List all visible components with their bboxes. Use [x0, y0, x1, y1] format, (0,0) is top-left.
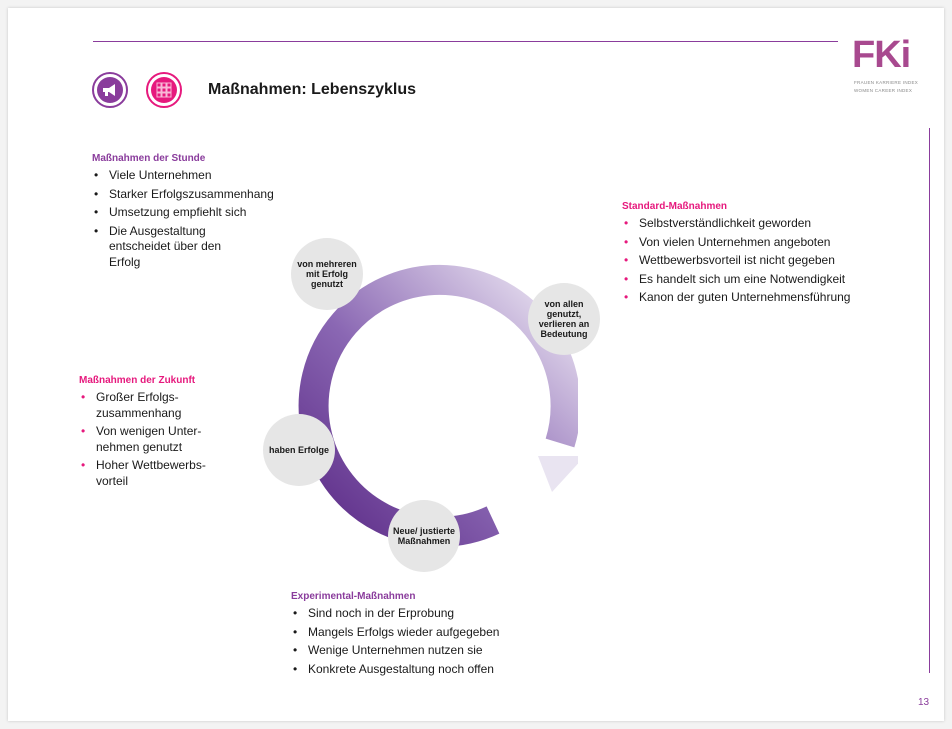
logo-line-2: WOMEN CAREER INDEX	[854, 88, 913, 93]
logo-line-1: FRAUEN KARRIERE INDEX	[854, 80, 919, 85]
section-experimental: Experimental-Maßnahmen Sind noch in der …	[291, 590, 581, 680]
list-item: Großer Erfolgs-zusammenhang	[79, 390, 234, 421]
section-heading: Maßnahmen der Stunde	[92, 153, 206, 164]
list-item: Wettbewerbsvorteil ist nicht gegeben	[622, 253, 922, 269]
slide: FKi FRAUEN KARRIERE INDEX WOMEN CAREER I…	[8, 8, 944, 721]
list-item: Umsetzung empfiehlt sich	[92, 205, 292, 221]
cycle-node-bottom: Neue/ justierte Maßnahmen	[388, 500, 460, 572]
list-item: Sind noch in der Erprobung	[291, 606, 581, 622]
section-heading: Experimental-Maßnahmen	[291, 591, 416, 602]
megaphone-icon	[92, 72, 128, 108]
cycle-node-left: haben Erfolge	[263, 414, 335, 486]
cycle-node-top: von mehreren mit Erfolg genutzt	[291, 238, 363, 310]
logo-text: FKi	[852, 34, 911, 76]
top-divider	[93, 41, 838, 42]
section-stunde: Maßnahmen der Stunde Viele Unternehmen S…	[92, 152, 292, 274]
list-item: Selbstverständlichkeit geworden	[622, 216, 922, 232]
list-item: Konkrete Ausgestaltung noch offen	[291, 662, 581, 678]
list-item: Kanon der guten Unternehmensführung	[622, 290, 922, 306]
list-item: Starker Erfolgszusammenhang	[92, 187, 292, 203]
list-item: Hoher Wettbewerbs-vorteil	[79, 458, 234, 489]
page-title: Maßnahmen: Lebenszyklus	[208, 81, 417, 98]
section-standard: Standard-Maßnahmen Selbstverständlichkei…	[622, 200, 922, 309]
list-item: Von wenigen Unter-nehmen genutzt	[79, 424, 234, 455]
list-item: Es handelt sich um eine Notwendigkeit	[622, 272, 922, 288]
list-item: Mangels Erfolgs wieder aufgegeben	[291, 625, 581, 641]
cycle-arrowhead	[538, 456, 578, 492]
section-heading: Maßnahmen der Zukunft	[79, 375, 196, 386]
lifecycle-diagram: von mehreren mit Erfolg genutzt von alle…	[258, 178, 600, 572]
grid-icon	[146, 72, 182, 108]
list-item: Von vielen Unternehmen angeboten	[622, 235, 922, 251]
page-number: 13	[918, 697, 930, 708]
list-item: Wenige Unternehmen nutzen sie	[291, 643, 581, 659]
right-divider	[929, 128, 930, 673]
list-item: Die Ausgestaltung entscheidet über den E…	[92, 224, 239, 271]
list-item: Viele Unternehmen	[92, 168, 292, 184]
cycle-node-right: von allen genutzt, verlieren an Bedeutun…	[528, 283, 600, 355]
section-heading: Standard-Maßnahmen	[622, 201, 728, 212]
section-zukunft: Maßnahmen der Zukunft Großer Erfolgs-zus…	[79, 374, 234, 493]
